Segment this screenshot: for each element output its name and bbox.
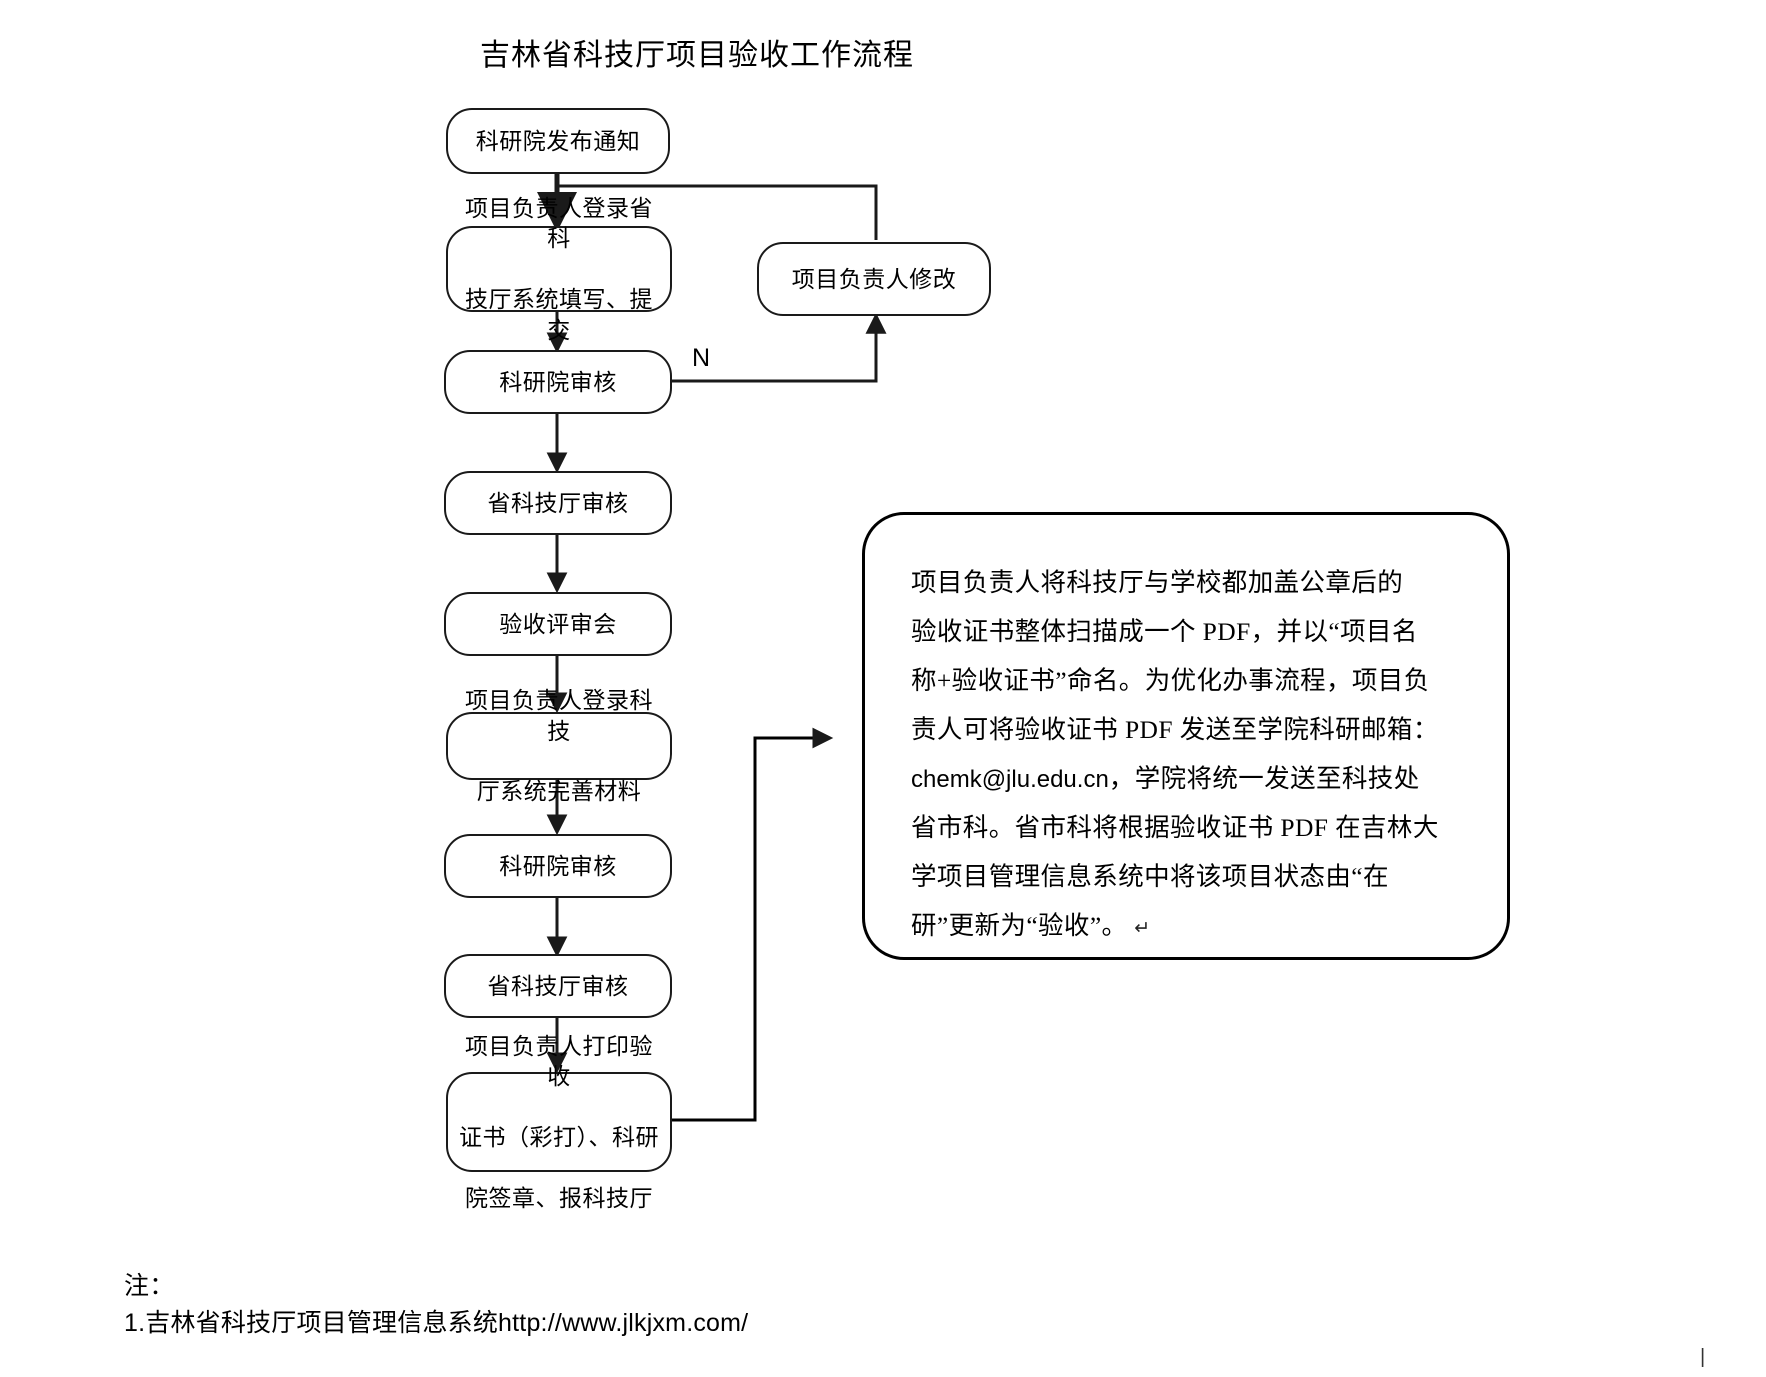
note-line-6: 省市科。省市科将根据验收证书 PDF 在吉林大	[911, 812, 1439, 842]
flow-node-label: 科研院审核	[499, 368, 617, 395]
note-line-8-text: 研”更新为“验收”。	[911, 910, 1128, 940]
flow-node-label-line2: 技厅系统填写、提交	[465, 286, 653, 343]
note-line-8: 研”更新为“验收”。 ↵	[911, 902, 1461, 951]
flow-node-institute-review-1[interactable]: 科研院审核	[444, 350, 672, 414]
footer-label: 注：	[124, 1272, 175, 1300]
flow-node-pi-submit[interactable]: 项目负责人登录省科 技厅系统填写、提交	[446, 195, 672, 343]
flow-node-label-line2: 证书（彩打）、科研	[459, 1124, 659, 1150]
note-line-1: 项目负责人将科技厅与学校都加盖公章后的	[911, 568, 1404, 597]
note-line-5: chemk@jlu.edu.cn，学院将统一发送至科技处	[911, 755, 1461, 804]
note-line-5-rest: ，学院将统一发送至科技处	[1108, 763, 1420, 793]
flow-node-label-line1: 项目负责人登录科技	[465, 687, 653, 744]
edge-n9-to-note	[672, 727, 834, 1122]
paragraph-mark-icon: ↵	[1134, 917, 1151, 939]
flow-node-label-line1: 项目负责人打印验收	[465, 1032, 653, 1090]
flow-node-label: 项目负责人打印验收 证书（彩打）、科研 院签章、报科技厅	[454, 1031, 664, 1213]
flow-node-label: 省科技厅审核	[487, 489, 629, 516]
flow-node-label: 省科技厅审核	[487, 972, 629, 999]
edge-n1-to-revise	[557, 184, 878, 240]
note-email: chemk@jlu.edu.cn	[911, 765, 1109, 793]
note-line-7: 学项目管理信息系统中将该项目状态由“在	[911, 861, 1389, 891]
cursor-caret-icon: |	[1700, 1346, 1706, 1368]
flow-node-label-line2: 厅系统完善材料	[476, 778, 642, 805]
flow-node-label-line1: 项目负责人登录省科	[465, 195, 653, 252]
flow-node-label: 验收评审会	[499, 610, 617, 637]
flow-node-label: 项目负责人修改	[791, 265, 957, 292]
edge-n3-reject-to-revise	[672, 312, 887, 383]
flow-node-label-line3: 院签章、报科技厅	[465, 1184, 653, 1211]
footer-item-1: 1.吉林省科技厅项目管理信息系统http://www.jlkjxm.com/	[124, 1308, 749, 1337]
footer-notes: 注： 1.吉林省科技厅项目管理信息系统http://www.jlkjxm.com…	[124, 1268, 748, 1341]
flow-node-acceptance-meeting[interactable]: 验收评审会	[444, 592, 672, 656]
note-line-2: 验收证书整体扫描成一个 PDF，并以“项目名	[911, 616, 1418, 646]
note-text: 项目负责人将科技厅与学校都加盖公章后的 验收证书整体扫描成一个 PDF，并以“项…	[911, 559, 1461, 951]
flow-node-label: 项目负责人登录科技 厅系统完善材料	[454, 685, 664, 806]
flow-node-province-review-1[interactable]: 省科技厅审核	[444, 471, 672, 535]
flow-node-pi-complete-materials[interactable]: 项目负责人登录科技 厅系统完善材料	[446, 687, 672, 804]
note-callout: 项目负责人将科技厅与学校都加盖公章后的 验收证书整体扫描成一个 PDF，并以“项…	[862, 512, 1510, 960]
flow-node-province-review-2[interactable]: 省科技厅审核	[444, 954, 672, 1018]
flow-node-publish-notice[interactable]: 科研院发布通知	[446, 108, 670, 174]
flow-node-label: 科研院审核	[499, 852, 617, 879]
flow-node-label: 项目负责人登录省科 技厅系统填写、提交	[454, 193, 664, 345]
note-line-3: 称+验收证书”命名。为优化办事流程，项目负	[911, 665, 1430, 695]
flow-node-print-certificate[interactable]: 项目负责人打印验收 证书（彩打）、科研 院签章、报科技厅	[446, 1033, 672, 1211]
flow-node-institute-review-2[interactable]: 科研院审核	[444, 834, 672, 898]
page-title: 吉林省科技厅项目验收工作流程	[480, 39, 914, 72]
flow-node-label: 科研院发布通知	[475, 127, 641, 154]
note-line-4: 责人可将验收证书 PDF 发送至学院科研邮箱：	[911, 714, 1439, 744]
edge-label-no: N	[692, 344, 711, 372]
flow-node-pi-revise[interactable]: 项目负责人修改	[757, 242, 991, 316]
